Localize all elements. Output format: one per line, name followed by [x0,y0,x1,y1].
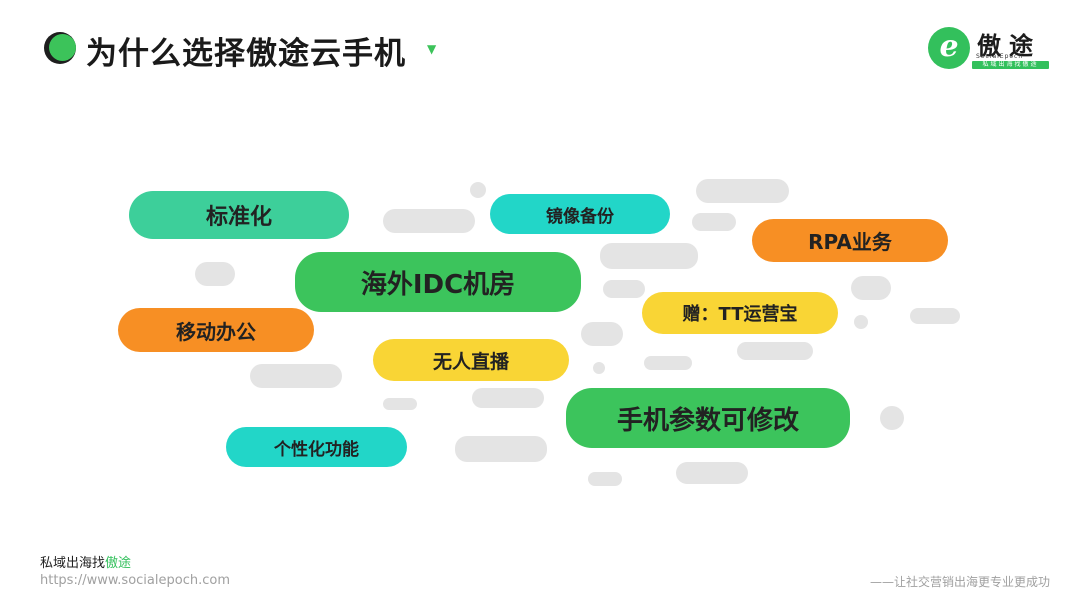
footer-brand: 私域出海找傲途 [40,556,132,571]
footer-slogan: ——让社交营销出海更专业更成功 [869,575,1050,589]
feature-pill-overseas-idc: 海外IDC机房 [295,252,581,312]
decorative-placeholder [696,179,789,203]
decorative-placeholder [581,322,623,346]
logo-name: 傲途 [977,32,1041,60]
decorative-placeholder [383,398,417,410]
page-title: 为什么选择傲途云手机 [86,36,406,72]
triangle-down-icon: ▼ [427,42,437,56]
feature-pill-personalization: 个性化功能 [226,427,407,467]
decorative-placeholder [472,388,544,408]
decorative-placeholder [250,364,342,388]
footer-url: https://www.socialepoch.com [40,573,230,588]
feature-pill-standardization: 标准化 [129,191,349,239]
logo-subtitle: SocialEpoch [976,53,1024,60]
feature-pill-tt-gift: 赠：TT运营宝 [642,292,838,334]
decorative-placeholder [455,436,547,462]
title-dot-icon [44,32,76,64]
decorative-placeholder [603,280,645,298]
decorative-placeholder [644,356,692,370]
feature-pill-device-params: 手机参数可修改 [566,388,850,448]
feature-pill-rpa: RPA业务 [752,219,948,262]
decorative-placeholder [737,342,813,360]
logo-icon: e [928,27,970,69]
decorative-placeholder [195,262,235,286]
decorative-placeholder [600,243,698,269]
feature-pill-mobile-office: 移动办公 [118,308,314,352]
logo-tagline: 私域出海找傲途 [972,61,1049,69]
decorative-placeholder [588,472,622,486]
decorative-dot [880,406,904,430]
feature-pill-unmanned-live: 无人直播 [373,339,569,381]
decorative-placeholder [692,213,736,231]
decorative-placeholder [851,276,891,300]
decorative-placeholder [383,209,475,233]
decorative-dot [470,182,486,198]
decorative-placeholder [676,462,748,484]
decorative-dot [593,362,605,374]
decorative-dot [854,315,868,329]
feature-pill-image-backup: 镜像备份 [490,194,670,234]
decorative-placeholder [910,308,960,324]
